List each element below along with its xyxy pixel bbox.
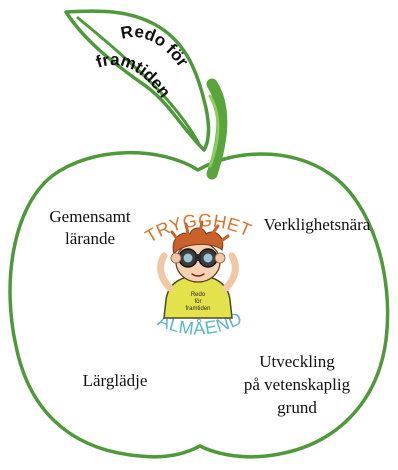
label-verklighetsnara: Verklighetsnära <box>252 214 382 236</box>
label-gemensamt-text: Gemensamt lärande <box>49 207 131 248</box>
label-gemensamt-larande: Gemensamt lärande <box>34 206 146 250</box>
apple-stem <box>206 78 228 180</box>
mascot-with-binoculars: Redo för framtiden <box>157 220 239 319</box>
label-larglädje: Lärglädje <box>60 370 170 392</box>
label-utveckling: Utveckling på vetenskaplig grund <box>222 350 372 419</box>
mascot-shirt-line2: för <box>194 299 201 305</box>
leaf <box>64 9 211 152</box>
apple-outline <box>8 150 390 459</box>
label-verklighet-text: Verklighetsnära <box>263 215 371 234</box>
mascot-shirt-line1: Redo <box>191 292 206 298</box>
label-larg-text: Lärglädje <box>82 371 148 390</box>
mascot-shirt-line3: framtiden <box>185 306 210 312</box>
leaf-vein <box>76 16 202 148</box>
label-utveckling-text: Utveckling på vetenskaplig grund <box>243 352 351 417</box>
